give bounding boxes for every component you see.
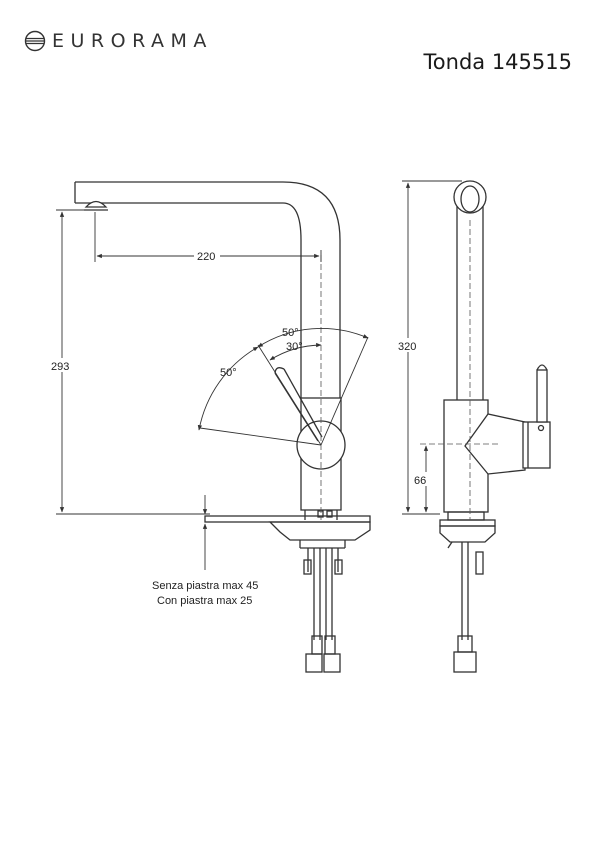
brand-logo: EURORAMA [24, 30, 213, 52]
angle-label-total: 50° [282, 327, 299, 339]
eurorama-logo-icon [24, 30, 46, 52]
lever-height-label: 66 [414, 475, 426, 487]
product-title: Tonda 145515 [423, 50, 572, 74]
spout-inner [75, 202, 302, 398]
angle-label-inner: 30° [286, 341, 303, 353]
brand-name: EURORAMA [52, 30, 213, 52]
reach-label: 220 [197, 251, 215, 263]
angle-label-side: 50° [220, 367, 237, 379]
lever-angle-arcs [197, 328, 369, 446]
front-view [74, 181, 371, 673]
note-without-plate: Senza piastra max 45 [152, 580, 258, 592]
total-height-label: 320 [398, 341, 416, 353]
mounting-plate [204, 515, 371, 523]
spout-height-label: 293 [51, 361, 69, 373]
spout-outer [75, 181, 341, 398]
note-with-plate: Con piastra max 25 [157, 595, 252, 607]
side-view [439, 180, 551, 673]
